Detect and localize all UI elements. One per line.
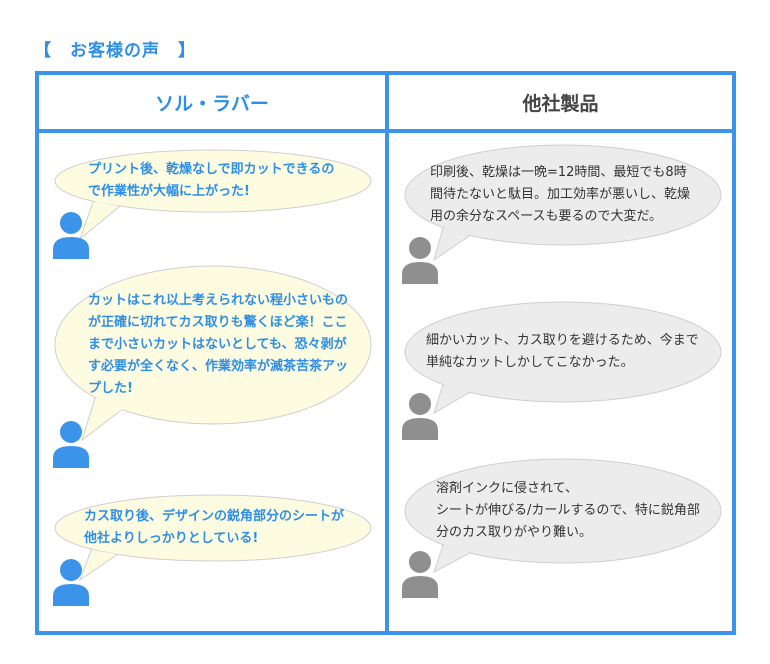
person-icon <box>402 237 438 284</box>
header-other-products: 他社製品 <box>522 92 599 115</box>
column-divider <box>385 75 389 631</box>
comment-text: 溶剤インクに侵されて、 シートが伸びる/カールするので、特に鋭角部分のカス取りが… <box>436 481 700 540</box>
comment-bubble-right-1: 印刷後、乾燥は一晩=12時間、最短でも8時間待たないと駄目。加工効率が悪いし、乾… <box>404 144 722 262</box>
section-title: 【 お客様の声 】 <box>34 41 196 61</box>
comment-text: カス取り後、デザインの鋭角部分のシートが他社よりしっかりとしている! <box>84 509 345 546</box>
comment-text: カットはこれ以上考えられない程小さいものが正確に切れてカス取りも驚くほど楽！ここ… <box>88 293 349 396</box>
comparison-table: ソル・ラバー 他社製品 <box>35 71 736 635</box>
comment-text: プリント後、乾燥なしで即カットできるので作業性が大幅に上がった! <box>88 162 335 199</box>
comment-text: 細かいカット、カス取りを避けるため、今まで単純なカットしかしてこなかった。 <box>426 333 699 370</box>
person-icon <box>402 393 438 440</box>
speech-bubble-shape <box>404 458 722 574</box>
header-divider <box>39 129 732 133</box>
speech-bubble-shape <box>54 494 372 582</box>
comment-bubble-left-1: プリント後、乾燥なしで即カットできるので作業性が大幅に上がった! <box>54 149 372 241</box>
speech-bubble-shape <box>54 149 372 241</box>
speech-bubble-shape <box>404 144 722 262</box>
person-icon <box>53 559 89 606</box>
header-sol-rubber: ソル・ラバー <box>155 92 269 115</box>
comment-text: 印刷後、乾燥は一晩=12時間、最短でも8時間待たないと駄目。加工効率が悪いし、乾… <box>430 165 691 224</box>
speech-bubble-shape <box>54 265 372 442</box>
person-icon <box>53 421 89 468</box>
comment-bubble-left-3: カス取り後、デザインの鋭角部分のシートが他社よりしっかりとしている! <box>54 494 372 582</box>
comment-bubble-right-3: 溶剤インクに侵されて、 シートが伸びる/カールするので、特に鋭角部分のカス取りが… <box>404 458 722 574</box>
speech-bubble-shape <box>404 301 722 415</box>
person-icon <box>53 212 89 259</box>
person-icon <box>402 551 438 598</box>
comment-bubble-right-2: 細かいカット、カス取りを避けるため、今まで単純なカットしかしてこなかった。 <box>404 301 722 415</box>
comment-bubble-left-2: カットはこれ以上考えられない程小さいものが正確に切れてカス取りも驚くほど楽！ここ… <box>54 265 372 442</box>
